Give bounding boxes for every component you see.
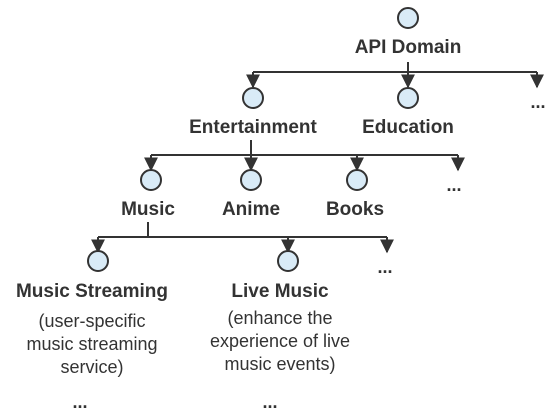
label-api-domain: API Domain bbox=[354, 37, 462, 58]
node-music-streaming bbox=[87, 250, 109, 272]
entertainment-connectors bbox=[144, 140, 465, 172]
music-streaming-description-line-2: music streaming bbox=[26, 334, 158, 354]
node-education bbox=[397, 87, 419, 109]
label-music: Music bbox=[121, 199, 175, 220]
node-live-music bbox=[277, 250, 299, 272]
music-streaming-description-line-3: service) bbox=[60, 357, 124, 377]
label-music-streaming: Music Streaming bbox=[15, 281, 169, 302]
music-connectors bbox=[91, 222, 394, 254]
label-books: Books bbox=[325, 199, 385, 220]
level2-more: ... bbox=[446, 175, 462, 195]
node-anime bbox=[240, 169, 262, 191]
label-education: Education bbox=[362, 117, 454, 138]
label-anime: Anime bbox=[221, 199, 281, 220]
live-music-description-line-1: (enhance the bbox=[227, 308, 333, 328]
label-entertainment: Entertainment bbox=[189, 117, 317, 138]
node-music bbox=[140, 169, 162, 191]
live-music-description-line-2: experience of live bbox=[209, 331, 351, 351]
node-api-domain bbox=[397, 7, 419, 29]
node-entertainment bbox=[242, 87, 264, 109]
nodes bbox=[87, 7, 419, 272]
node-books bbox=[346, 169, 368, 191]
label-live-music: Live Music bbox=[231, 281, 329, 302]
live-music-description-line-3: music events) bbox=[224, 354, 336, 374]
music-streaming-more: ... bbox=[72, 392, 88, 412]
level1-more: ... bbox=[530, 92, 546, 112]
music-streaming-description-line-1: (user-specific bbox=[38, 311, 146, 331]
root-connectors bbox=[246, 62, 544, 89]
live-music-more: ... bbox=[262, 392, 278, 412]
level3-more: ... bbox=[377, 257, 393, 277]
